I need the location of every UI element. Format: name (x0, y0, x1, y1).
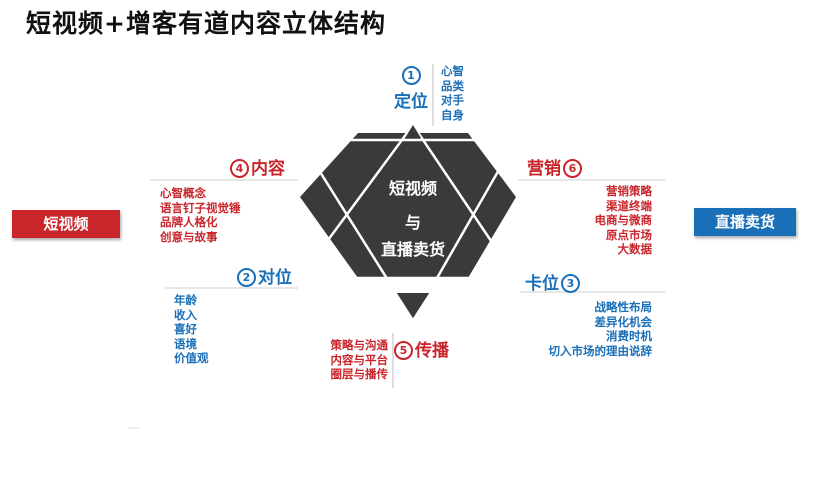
list-item: 切入市场的理由说辞 (548, 343, 653, 358)
number-badge-3: 3 (561, 274, 580, 293)
list-item: 战略性布局 (594, 300, 653, 314)
page-title: 短视频+增客有道内容立体结构 (26, 9, 386, 38)
list-item: 品类 (441, 78, 464, 93)
number-badge-2: 2 (237, 268, 256, 287)
list-item: 创意与故事 (160, 229, 218, 244)
node-dingwei: 1 定位 (383, 66, 439, 112)
list-item: 圈层与播传 (330, 367, 389, 381)
node-dingwei-label: 定位 (394, 92, 428, 112)
node-chuanbo-label: 传播 (415, 341, 449, 361)
number-badge-6: 6 (563, 159, 582, 178)
star-bottom-outline (393, 291, 433, 322)
list-item: 语言钉子视觉锤 (160, 200, 241, 215)
star-bottom-point (395, 292, 431, 320)
list-dingwei: 心智 品类 对手 自身 (441, 64, 464, 122)
list-chuanbo: 策略与沟通 内容与平台 圈层与播传 (310, 338, 389, 382)
right-badge: 直播卖货 (694, 208, 796, 236)
list-item: 大数据 (617, 242, 653, 256)
list-item: 价值观 (174, 351, 209, 365)
star-top-point (405, 125, 421, 138)
left-badge: 短视频 (12, 210, 120, 238)
list-item: 自身 (441, 107, 464, 122)
center-line-1: 短视频 (388, 179, 437, 198)
list-item: 消费时机 (606, 329, 652, 343)
center-line-3: 直播卖货 (380, 240, 445, 259)
list-item: 内容与平台 (330, 352, 389, 367)
list-item: 品牌人格化 (160, 215, 218, 229)
list-item: 渠道终端 (606, 198, 652, 213)
list-yingxiao: 营销策略 渠道终端 电商与微商 原点市场 大数据 (580, 184, 653, 257)
list-item: 电商与微商 (594, 213, 653, 227)
number-badge-5: 5 (394, 341, 413, 360)
number-badge-4: 4 (230, 159, 249, 178)
center-line-2: 与 (404, 213, 421, 232)
list-item: 差异化机会 (594, 314, 653, 329)
number-badge-1: 1 (401, 66, 421, 85)
node-neirong-label: 内容 (251, 159, 285, 179)
list-item: 收入 (174, 307, 197, 322)
triangle-down (297, 138, 519, 323)
list-item: 营销策略 (606, 184, 652, 198)
list-kawei: 战略性布局 差异化机会 消费时机 切入市场的理由说辞 (528, 300, 653, 358)
list-duiwei: 年龄 收入 喜好 语境 价值观 (174, 293, 209, 366)
list-item: 心智概念 (160, 186, 206, 200)
list-neirong: 心智概念 语言钉子视觉锤 品牌人格化 创意与故事 (160, 186, 241, 244)
node-kawei-label: 卡位 (525, 274, 559, 294)
list-item: 年龄 (174, 293, 197, 307)
list-item: 心智 (441, 64, 464, 78)
list-item: 对手 (441, 93, 464, 107)
list-item: 喜好 (174, 322, 197, 336)
list-item: 语境 (174, 336, 197, 351)
triangle-up (297, 122, 519, 280)
hexagon-shape (300, 133, 516, 278)
list-item: 原点市场 (606, 227, 652, 242)
list-item: 策略与沟通 (330, 338, 389, 352)
node-yingxiao-label: 营销 (527, 159, 561, 179)
node-duiwei-label: 对位 (258, 268, 292, 288)
